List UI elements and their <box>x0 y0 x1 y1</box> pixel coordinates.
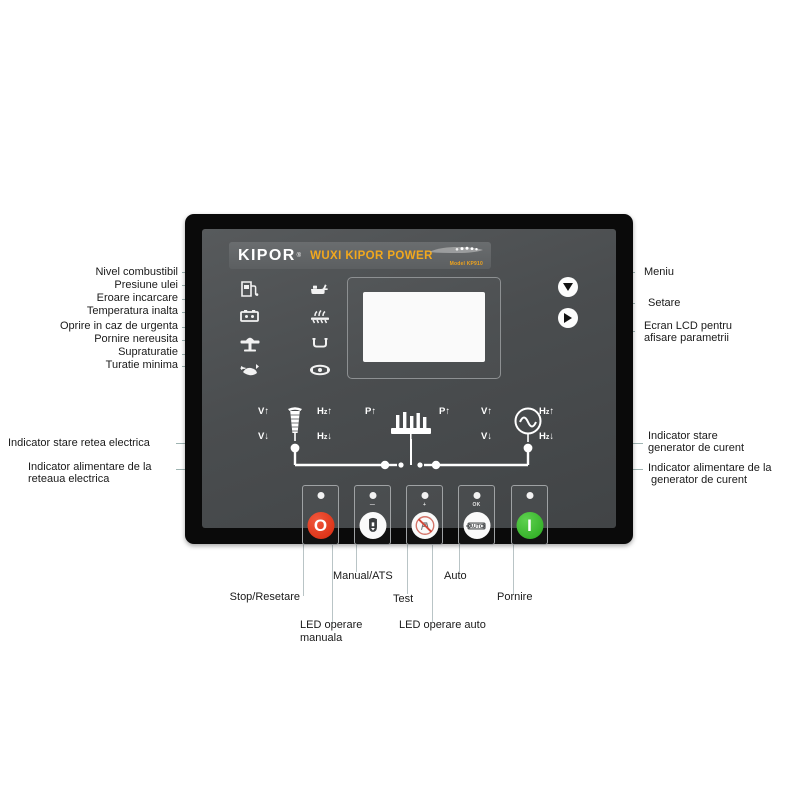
annotation-gen-supply-line2: generator de curent <box>651 474 748 486</box>
lcd-screen <box>363 292 485 362</box>
annotation-gen-supply-line1: Indicator alimentare de la <box>648 462 772 474</box>
control-panel-face: KIPOR® WUXI KIPOR POWER Model KP910 <box>202 229 616 545</box>
gen-freq-low-label: Hz↓ <box>539 431 555 442</box>
annotation-mains-supply-line1: Indicator alimentare de la <box>28 461 152 473</box>
mains-voltage-low-label: V↓ <box>258 431 270 442</box>
gen-voltage-low-label: V↓ <box>481 431 493 442</box>
leader-line-stop <box>303 536 304 596</box>
emergency-stop-icon <box>240 337 260 352</box>
annotation-auto: Auto <box>444 570 467 582</box>
auto-key[interactable]: AUTO <box>463 512 490 539</box>
mimic-diagram: V↑ V↓ Hz↑ Hz↓ P↑ P↑ V↑ V↓ Hz↑ Hz↓ <box>202 405 616 481</box>
hand-icon <box>368 517 377 532</box>
annotation-gen-state-line2: generator de curent <box>648 442 745 454</box>
start-glyph: I <box>527 516 532 535</box>
annotation-test: Test <box>393 593 414 605</box>
manual-key[interactable] <box>359 512 386 539</box>
bus-bar-diagram <box>290 439 533 470</box>
annotation-led-auto: LED operare auto <box>399 619 486 631</box>
auto-led <box>473 492 480 499</box>
annotation-high-temperature: Temperatura inalta <box>86 305 178 317</box>
annotation-mains-state: Indicator stare retea electrica <box>8 437 150 449</box>
auto-mark: OK <box>472 502 481 508</box>
brand-name: KIPOR <box>238 246 296 264</box>
stop-key[interactable]: O <box>307 512 334 539</box>
annotation-mains-supply-line2: reteaua electrica <box>28 473 110 485</box>
fuel-level-icon <box>241 281 259 297</box>
load-power-left-label: P↑ <box>365 406 377 417</box>
mains-freq-high-label: Hz↑ <box>317 406 333 417</box>
oil-pressure-icon <box>311 284 328 294</box>
transmission-tower-icon <box>288 407 302 441</box>
leader-line-manual <box>356 536 357 572</box>
registered-mark: ® <box>296 252 302 259</box>
annotation-lcd-line2: afisare parametrii <box>644 332 729 344</box>
annotation-lcd-line1: Ecran LCD pentru <box>644 320 733 332</box>
start-failure-icon <box>312 338 328 348</box>
test-led <box>421 492 428 499</box>
gen-state-indicator <box>523 443 533 453</box>
test-key[interactable] <box>411 512 438 539</box>
annotation-oil-pressure: Presiune ulei <box>114 279 178 291</box>
annotation-set: Setare <box>648 297 681 309</box>
control-panel-device: KIPOR® WUXI KIPOR POWER Model KP910 <box>185 214 633 545</box>
gen-voltage-high-label: V↑ <box>481 406 493 417</box>
set-button[interactable] <box>558 308 578 328</box>
generator-sine-icon <box>514 407 542 442</box>
test-icon <box>415 516 434 535</box>
annotation-menu: Meniu <box>644 266 674 278</box>
chevron-right-icon <box>564 313 572 323</box>
annotation-gen-state-line1: Indicator stare <box>648 430 718 442</box>
mains-freq-low-label: Hz↓ <box>317 431 333 442</box>
annotation-fuel-level: Nivel combustibil <box>95 266 178 278</box>
menu-button[interactable] <box>558 277 578 297</box>
leader-line-led-manual <box>332 488 333 624</box>
manual-mark: — <box>369 502 376 508</box>
annotation-underspeed: Turatie minima <box>105 359 178 371</box>
test-mark: + <box>422 502 427 508</box>
annotation-emergency-stop: Oprire in caz de urgenta <box>59 320 178 332</box>
annotation-start-failure: Pornire nereusita <box>94 333 178 345</box>
svg-text:AUTO: AUTO <box>469 524 484 530</box>
annotation-overspeed: Supraturatie <box>118 346 178 358</box>
brand-subtitle: WUXI KIPOR POWER <box>310 249 433 262</box>
annotation-charge-fault: Eroare incarcare <box>96 292 178 304</box>
mains-state-indicator <box>290 443 300 453</box>
brand-header: KIPOR® WUXI KIPOR POWER Model KP910 <box>229 242 491 269</box>
gen-freq-high-label: Hz↑ <box>539 406 555 417</box>
annotation-manual-ats: Manual/ATS <box>333 570 393 582</box>
annotation-stop-reset: Stop/Resetare <box>229 591 300 603</box>
annotation-led-manual-line2: manuala <box>300 632 343 644</box>
mains-supply-indicator <box>380 460 390 470</box>
leader-line-led-auto <box>432 488 433 622</box>
auto-icon: AUTO <box>466 521 486 530</box>
start-led <box>526 492 533 499</box>
underspeed-icon <box>310 364 330 376</box>
leader-line-start <box>513 536 514 594</box>
stop-glyph: O <box>313 516 328 535</box>
chevron-down-icon <box>563 283 573 291</box>
leader-line-test <box>407 536 408 594</box>
manual-ats-button[interactable]: — <box>354 485 391 545</box>
charge-fault-icon <box>240 310 259 322</box>
swoosh-logo-icon <box>429 246 483 253</box>
auto-button[interactable]: OK AUTO <box>458 485 495 545</box>
annotation-led-manual-line1: LED operare <box>300 619 363 631</box>
model-label: Model KP910 <box>449 261 483 267</box>
load-power-right-label: P↑ <box>439 406 451 417</box>
leader-line-auto <box>459 536 460 572</box>
start-button[interactable]: I <box>511 485 548 545</box>
start-key[interactable]: I <box>516 512 543 539</box>
overspeed-icon <box>240 364 259 376</box>
lcd-bezel <box>347 277 501 379</box>
manual-led <box>369 492 376 499</box>
stop-led <box>317 492 324 499</box>
gen-supply-indicator <box>431 460 441 470</box>
mains-voltage-high-label: V↑ <box>258 406 270 417</box>
test-button[interactable]: + <box>406 485 443 545</box>
stop-reset-button[interactable]: O <box>302 485 339 545</box>
annotation-start: Pornire <box>497 591 533 603</box>
high-temperature-icon <box>311 309 329 324</box>
